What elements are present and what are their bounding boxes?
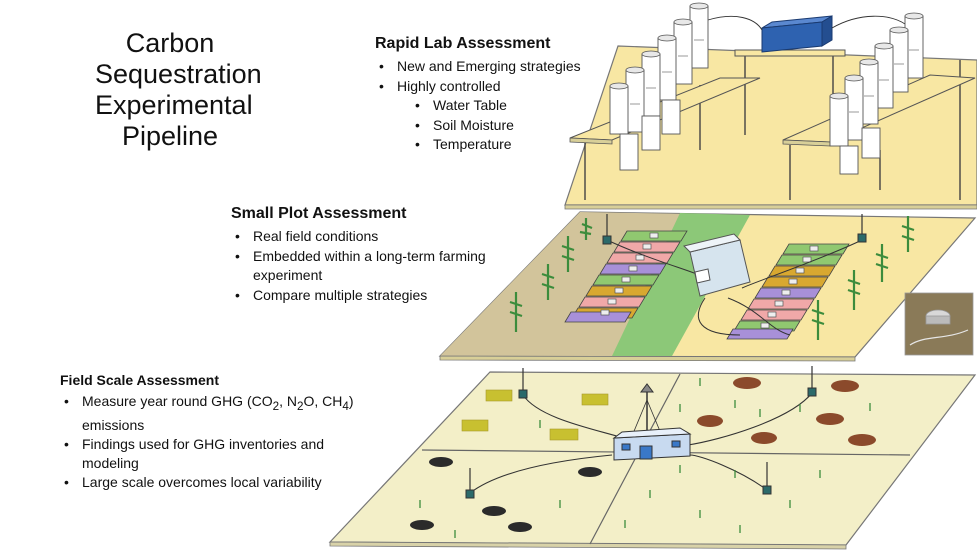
lab-sub-bullet: Temperature	[375, 135, 581, 155]
column-sensor	[630, 39, 919, 113]
met-tower	[602, 214, 867, 245]
lab-bullet: New and Emerging strategies	[375, 57, 581, 77]
field-bullet: Findings used for GHG inventories and mo…	[60, 435, 380, 473]
lab-table-back	[734, 49, 846, 57]
soil-column	[829, 15, 924, 175]
column-rim	[609, 2, 924, 100]
lab-bullet: Highly controlled	[375, 77, 581, 97]
plot-bullets: Real field conditions Embedded within a …	[231, 227, 531, 305]
met-tower	[465, 366, 817, 499]
field-bullet-text: Measure year round GHG (CO	[82, 393, 273, 409]
field-bullet: Measure year round GHG (CO2, N2O, CH4) e…	[60, 392, 380, 435]
title-line: Sequestration	[95, 59, 262, 89]
lab-sub-bullet: Water Table	[375, 96, 581, 116]
plot-heading: Small Plot Assessment	[231, 205, 407, 222]
field-bullet-text: ) emissions	[82, 393, 354, 433]
field-platform-edge	[329, 541, 847, 550]
field-heading: Field Scale Assessment	[60, 372, 220, 388]
field-scale-assessment-text: Field Scale Assessment Measure year roun…	[60, 370, 380, 492]
soil-column	[609, 5, 709, 171]
plot-bullet: Compare multiple strategies	[231, 286, 531, 306]
field-bullet: Large scale overcomes local variability	[60, 473, 380, 492]
field-scale-layer	[328, 366, 977, 550]
grass-patch	[461, 389, 609, 441]
subscript: 2	[297, 399, 304, 413]
plot-strips-left	[564, 230, 688, 323]
field-bullet-text: O, CH	[303, 393, 343, 409]
field-photo	[904, 292, 974, 356]
lab-bullets: New and Emerging strategies Highly contr…	[375, 57, 581, 155]
lab-sub-bullet: Soil Moisture	[375, 116, 581, 136]
plot-bullet: Real field conditions	[231, 227, 531, 247]
corn-plant	[509, 216, 915, 340]
gas-chamber	[600, 232, 819, 329]
lab-cables	[707, 15, 906, 31]
plot-instrument-hut	[683, 233, 751, 297]
subscript: 4	[342, 399, 349, 413]
lab-assessment-text: Rapid Lab Assessment New and Emerging st…	[375, 33, 581, 155]
small-plot-assessment-text: Small Plot Assessment Real field conditi…	[231, 203, 531, 305]
small-plot-layer	[438, 211, 977, 362]
subscript: 2	[272, 399, 280, 413]
plot-platform-edge	[439, 355, 856, 362]
title-line: Experimental	[95, 90, 253, 120]
soil-pile	[697, 377, 876, 446]
plot-bullet: Embedded within a long-term farming expe…	[231, 247, 531, 286]
field-bullets: Measure year round GHG (CO2, N2O, CH4) e…	[60, 392, 380, 492]
field-bullet-text: , N	[279, 393, 297, 409]
field-station	[612, 383, 692, 461]
lab-heading: Rapid Lab Assessment	[375, 35, 551, 52]
lab-layer	[564, 2, 977, 210]
dark-soil-pile	[410, 457, 602, 532]
title-line: Pipeline	[121, 121, 219, 151]
data-logger-box	[761, 15, 833, 53]
title-line: Carbon	[125, 28, 215, 58]
main-title: Carbon Sequestration Experimental Pipeli…	[95, 28, 262, 152]
seedling	[419, 378, 871, 538]
